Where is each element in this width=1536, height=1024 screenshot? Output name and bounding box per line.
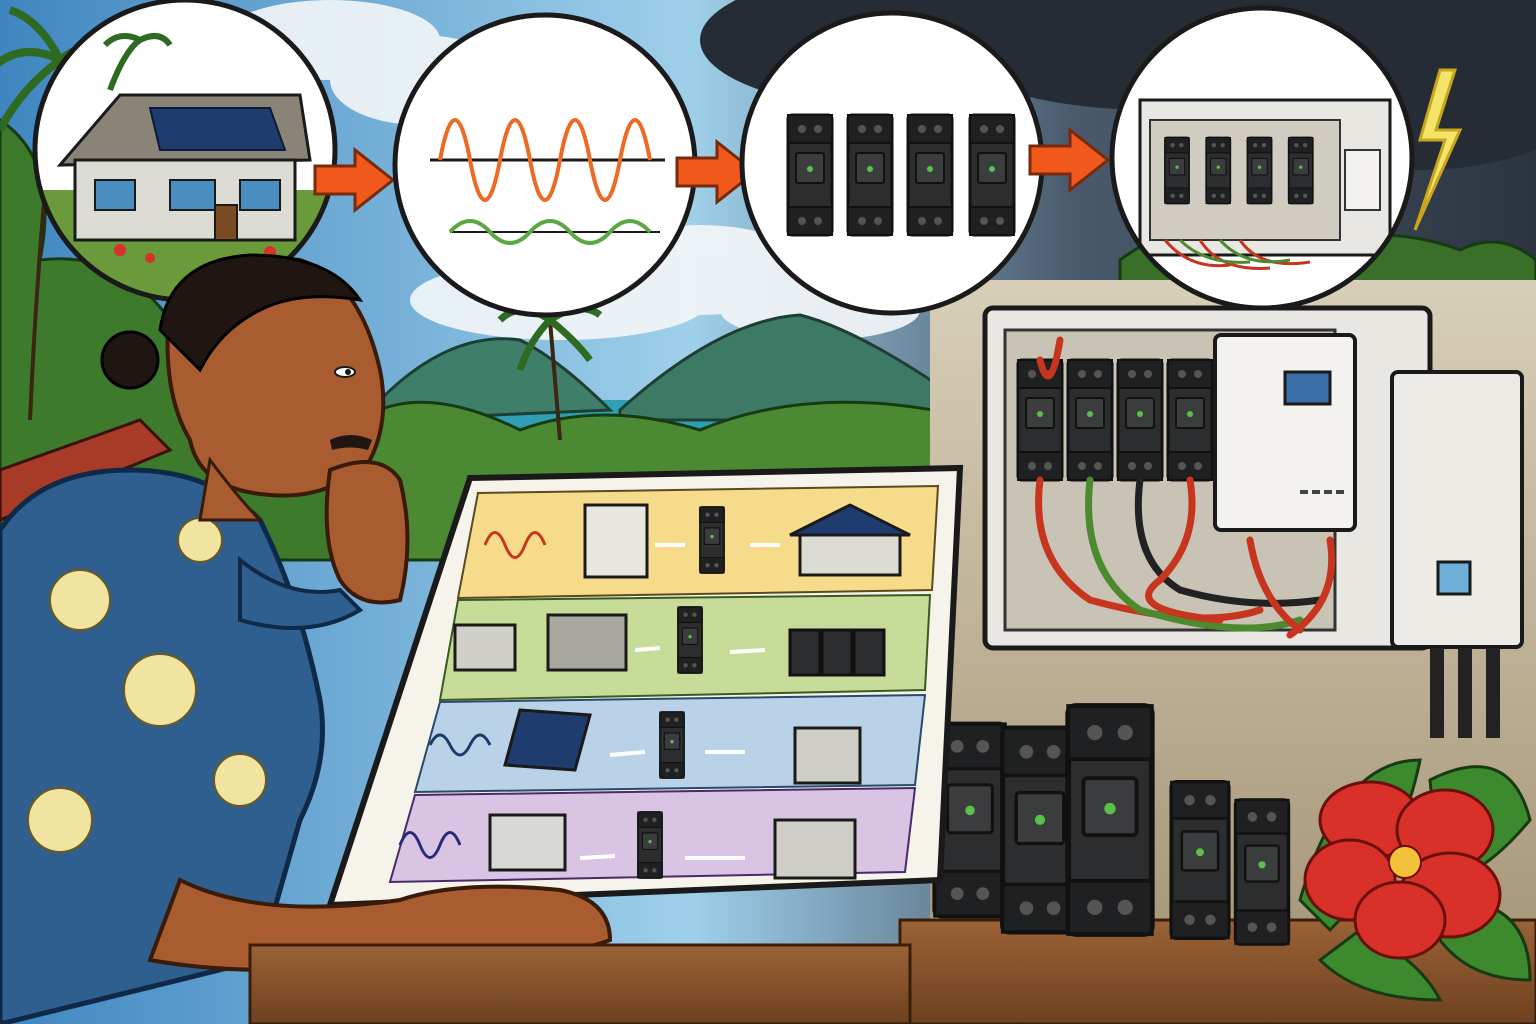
surge-protector-icon [677, 606, 703, 674]
surge-protector-icon [699, 506, 725, 574]
mustache [330, 435, 372, 450]
main-surge-panel [982, 305, 1433, 651]
board-row-3 [413, 693, 927, 794]
inverter-icon [1213, 333, 1357, 532]
flow-step-protected-panel [1109, 5, 1415, 311]
surge-protector-icon [659, 711, 685, 779]
surge-wave-icon [398, 831, 462, 859]
battery-bank-icon [788, 628, 886, 677]
mountain-left [378, 337, 614, 422]
surge-waveform-icon [430, 118, 665, 245]
surge-wave-icon [483, 531, 547, 559]
surge-wave-icon [428, 733, 492, 757]
charge-controller-icon [488, 813, 567, 872]
lightning-bolt-icon [1413, 68, 1463, 231]
flow-step-surge-protectors [739, 10, 1045, 316]
comparison-board [325, 464, 964, 909]
flow-step-surge-wave [392, 12, 698, 318]
upper-arm [238, 555, 364, 630]
shirt-flower-pattern [27, 517, 267, 853]
breaker-panel-icon [583, 503, 649, 579]
inverter-icon [793, 726, 862, 785]
hibiscus-flower-icon [1298, 758, 1532, 1002]
panel-wiring [1035, 336, 1336, 639]
inverter-icon [773, 818, 857, 880]
house-with-solar-icon [56, 93, 312, 242]
solar-panel-icon [503, 708, 592, 772]
hair-bun [100, 330, 160, 390]
board-row-2 [438, 593, 932, 702]
surge-protector-icon [637, 811, 663, 879]
battery-pack-icon [453, 623, 517, 672]
hand-at-chin [324, 460, 410, 605]
desk [248, 943, 912, 1024]
board-row-4 [388, 786, 917, 884]
house-icon [789, 503, 911, 577]
board-row-1 [456, 484, 940, 600]
disconnect-box [1390, 370, 1524, 738]
protected-load-center-icon [1138, 98, 1392, 270]
battery-icon [546, 613, 628, 672]
board-arrows [579, 543, 780, 860]
hair [158, 253, 364, 373]
